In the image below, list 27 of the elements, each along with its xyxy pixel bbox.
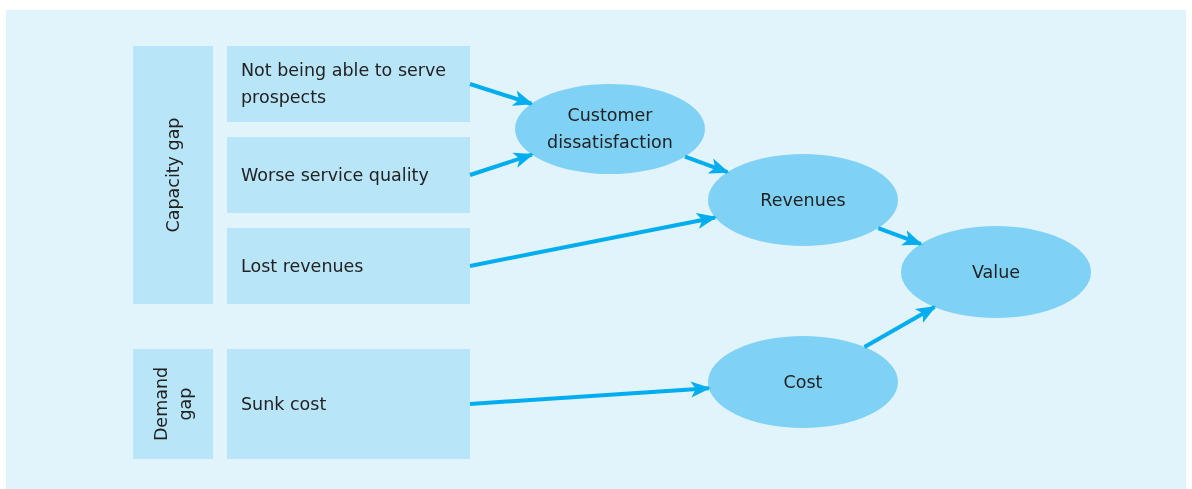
effect-ellipse [515,84,705,174]
arrow [684,154,730,175]
arrow [469,82,534,106]
node-label: Lost revenues [241,254,364,278]
node-label: Value [971,260,1021,284]
arrow [877,226,923,246]
side-label: Capacity gap [162,116,184,235]
effect-ellipse [708,154,898,246]
side-label-band [133,349,213,459]
cause-box [227,228,470,304]
arrow [469,213,718,268]
node-label: Cost [783,370,823,394]
node-label: Revenues [760,188,846,212]
side-label: Demand gap [150,365,196,444]
node-label: Not being able to serve prospects [241,59,448,109]
side-label-band [133,46,213,304]
arrow [863,305,937,349]
node-label: Customer dissatisfaction [546,104,674,154]
cause-box [227,46,470,122]
cause-box [227,349,470,459]
cause-box [227,137,470,213]
effect-ellipse [901,226,1091,318]
effect-ellipse [708,336,898,428]
arrow [469,381,711,406]
node-label: Sunk cost [241,392,327,416]
arrow [469,152,534,177]
node-label: Worse service quality [241,163,429,187]
